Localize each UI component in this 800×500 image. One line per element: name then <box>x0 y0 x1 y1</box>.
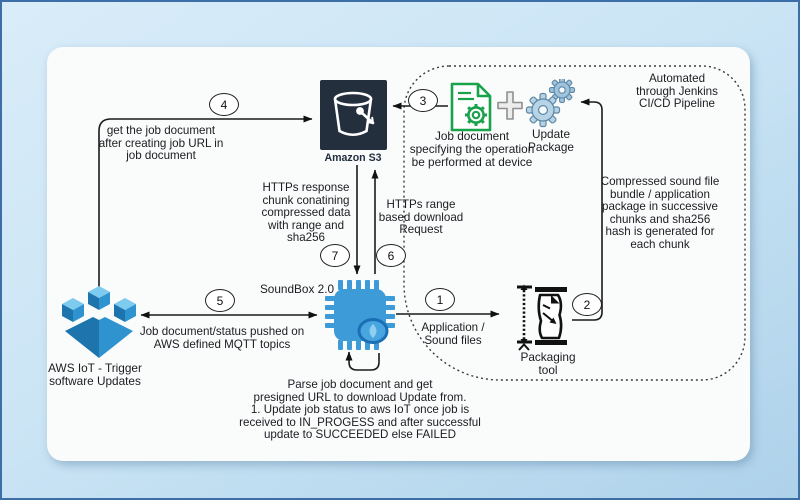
step-circle-5: 5 <box>205 289 235 312</box>
https-response-note: HTTPs response chunk conatining compress… <box>261 181 351 245</box>
soundbox-label: SoundBox 2.0 <box>259 282 335 296</box>
get-job-document-note: get the job document after creating job … <box>98 124 224 163</box>
arrow-awsiot-to-s3 <box>98 115 313 290</box>
plus-icon <box>497 91 523 120</box>
update-package-label: Update Package <box>528 127 574 154</box>
step-circle-1: 1 <box>425 288 455 311</box>
arrow-soundbox-self-loop <box>345 351 380 371</box>
mqtt-topics-note: Job document/status pushed on AWS define… <box>139 325 305 351</box>
speaker-icon <box>357 318 389 344</box>
aws-iot-icon <box>62 286 136 358</box>
packaging-tool-label: Packaging tool <box>520 350 576 377</box>
https-range-note: HTTPs range based download Request <box>378 198 464 237</box>
job-document-label: Job document specifying the operation be… <box>409 129 535 169</box>
soundbox-chip-icon <box>325 280 395 350</box>
compressed-chunks-note: Compressed sound file bundle / applicati… <box>600 175 720 251</box>
update-package-gears-icon <box>525 79 576 128</box>
step-circle-2: 2 <box>572 293 602 316</box>
amazon-s3-icon <box>320 80 387 150</box>
jenkins-automation-boundary <box>403 65 746 381</box>
job-document-icon <box>450 82 492 132</box>
parse-job-document-note: Parse job document and get presigned URL… <box>239 378 481 442</box>
packaging-tool-icon <box>517 284 567 351</box>
application-sound-files-note: Application / Sound files <box>421 321 485 347</box>
step-circle-6: 6 <box>376 244 406 267</box>
document-gear-glyph <box>465 104 487 126</box>
amazon-s3-label: Amazon S3 <box>324 152 382 164</box>
aws-iot-label: AWS IoT - Trigger software Updates <box>48 361 142 388</box>
arrow-packaging-to-updatepkg <box>572 98 603 321</box>
jenkins-pipeline-note: Automated through Jenkins CI/CD Pipeline <box>636 72 718 111</box>
step-circle-7: 7 <box>320 244 350 267</box>
step-circle-4: 4 <box>209 93 239 116</box>
step-circle-3: 3 <box>408 89 438 112</box>
